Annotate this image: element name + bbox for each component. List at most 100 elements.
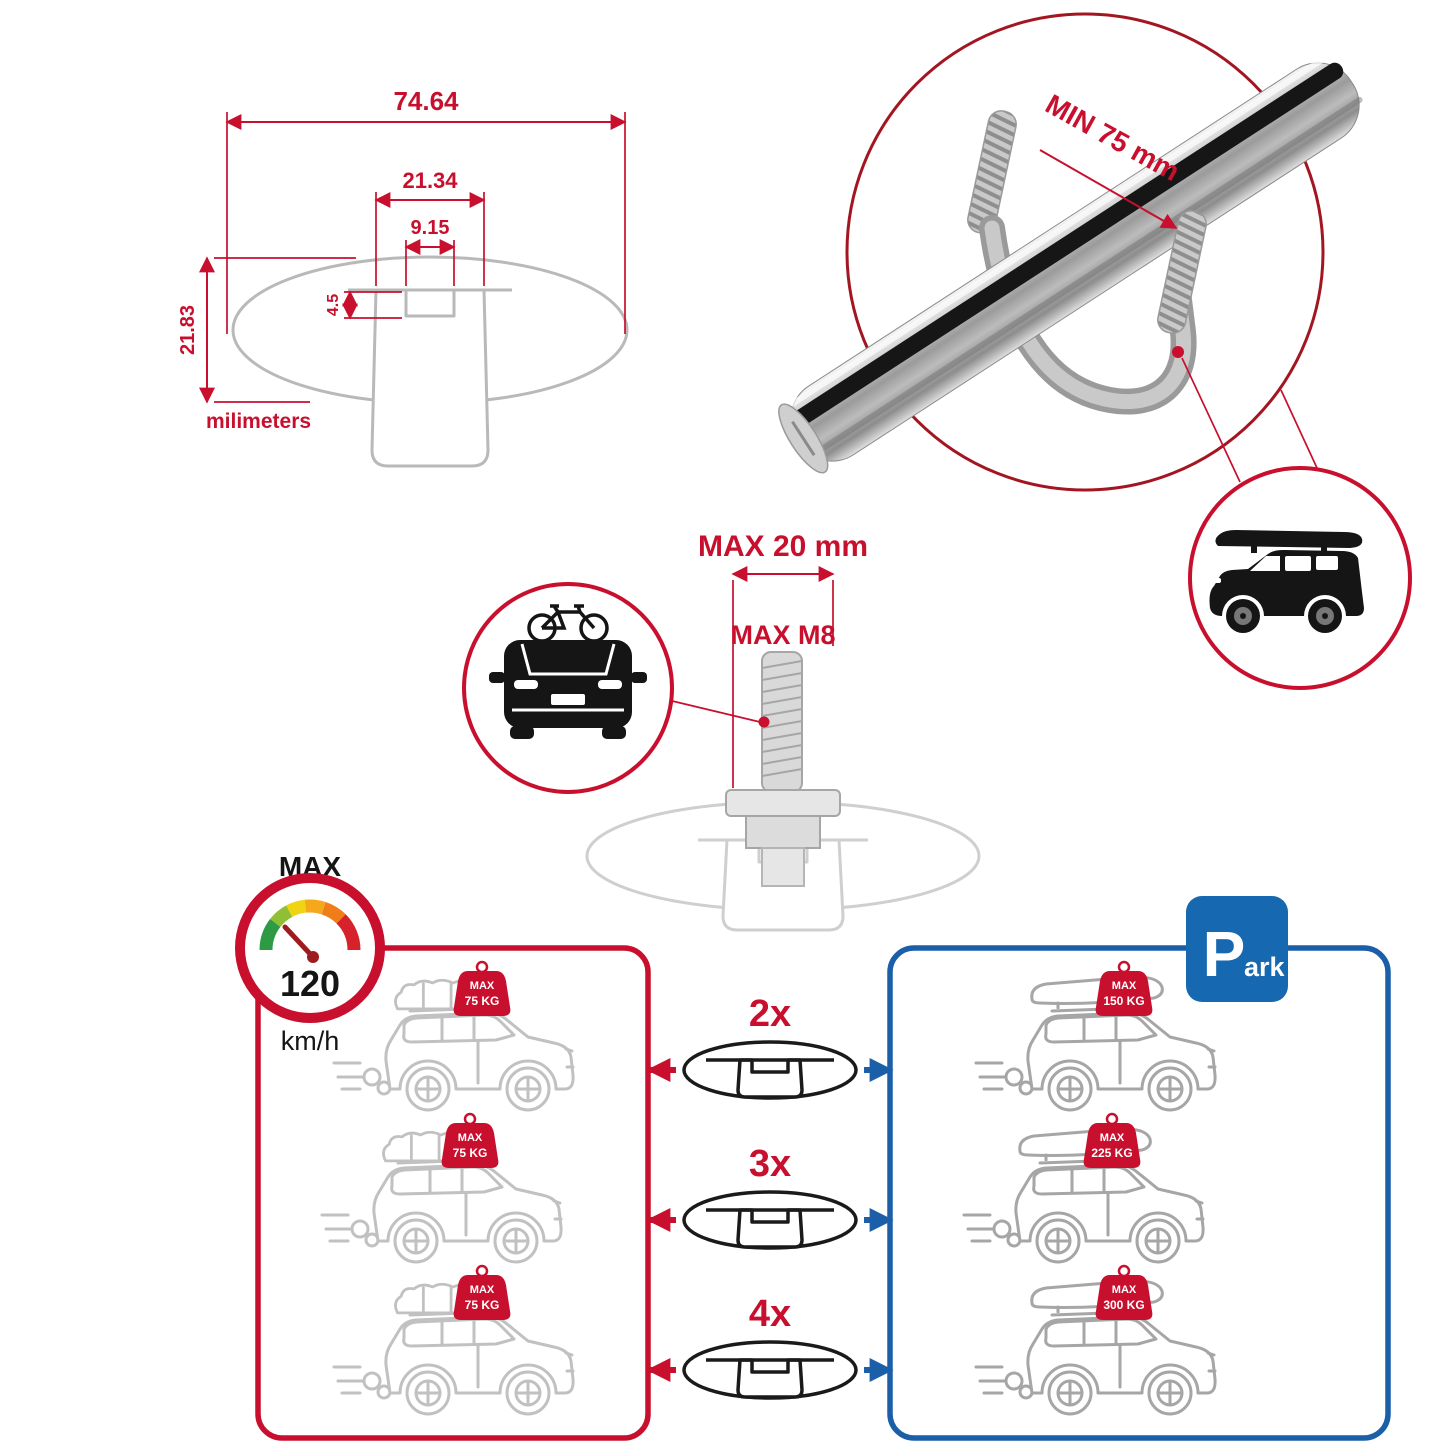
bar-profile-icon <box>682 1190 858 1250</box>
suv-wheel-front-hub <box>1240 613 1246 619</box>
bar-profile-icon <box>682 1340 858 1400</box>
tag-weight-value: 150 KG <box>1103 994 1144 1008</box>
ext-lines-slot-width <box>405 240 455 286</box>
min-distance-arrow <box>1039 149 1178 229</box>
tag-weight-value: 75 KG <box>453 1146 488 1160</box>
detail-dot <box>1172 346 1184 358</box>
bike-carrier-context <box>462 582 761 794</box>
car-wheel-left <box>510 726 534 739</box>
context-connector-lines <box>1181 357 1318 483</box>
tag-weight-value: 225 KG <box>1091 1146 1132 1160</box>
ext-lines-total-height <box>214 257 356 403</box>
tag-body <box>453 1275 511 1320</box>
crossbar-shadow-line <box>808 96 1363 460</box>
bolt-head-block <box>745 815 821 849</box>
ext-lines-channel-width <box>375 192 485 286</box>
gauge-segment-lime <box>270 905 293 928</box>
weight-tag: MAX 300 KG <box>1095 1264 1153 1320</box>
car-headlight-left <box>514 680 538 689</box>
gauge-segment-yellow <box>286 899 307 917</box>
park-sign: P ark <box>1186 896 1288 1002</box>
bolt-t-nut <box>761 847 805 887</box>
crossbar-detail: MIN 75 mm <box>778 12 1363 492</box>
suv-wheel-rear-hub <box>1322 613 1328 619</box>
dimension-label-total-width: 74.64 <box>393 86 459 116</box>
thread-detail-dot <box>758 716 770 728</box>
gauge-needle <box>282 924 316 960</box>
bar-count-column: 2x 3x 4x <box>646 993 894 1400</box>
gauge-segment-amber <box>304 899 326 915</box>
suv-illustration <box>1209 530 1364 633</box>
tag-body <box>1095 971 1153 1016</box>
end-cap-slot <box>791 420 816 457</box>
gauge-segment-green <box>259 918 281 951</box>
gauge-pivot <box>307 951 319 963</box>
park-sign-letter: P <box>1203 918 1246 990</box>
car-mirror-left <box>489 672 505 683</box>
tag-body <box>441 1123 499 1168</box>
car-row: MAX 300 KG <box>974 1264 1217 1416</box>
bolt <box>725 651 841 887</box>
tag-max-label: MAX <box>470 1284 495 1296</box>
weight-tag: MAX 150 KG <box>1095 960 1153 1016</box>
ext-lines-total-width <box>226 112 626 334</box>
suv-window-front <box>1285 556 1311 571</box>
gauge-segment-red <box>336 914 361 951</box>
speed-unit: km/h <box>281 1026 340 1056</box>
clamp-threaded-rod-right <box>1157 210 1207 334</box>
tag-weight-value: 75 KG <box>465 994 500 1008</box>
dimension-label-total-height: 21.83 <box>177 305 199 355</box>
suv-windshield <box>1250 556 1280 571</box>
car-row: MAX 75 KG <box>320 1112 563 1264</box>
car-license-plate <box>551 694 585 705</box>
dimension-label-slot-width: 9.15 <box>411 217 450 239</box>
tag-max-label: MAX <box>458 1132 483 1144</box>
bolt-threads <box>761 660 803 777</box>
speed-value: 120 <box>280 963 340 1004</box>
blue-capacity-panel: MAX 150 KG MAX 225 KG MAX 300 KG <box>887 945 1391 1441</box>
units-label: milimeters <box>206 410 311 433</box>
weight-tag: MAX 75 KG <box>441 1112 499 1168</box>
tag-max-label: MAX <box>1100 1132 1125 1144</box>
t-slot-channel <box>370 288 490 468</box>
tag-weight-value: 300 KG <box>1103 1298 1144 1312</box>
tag-weight-value: 75 KG <box>465 1298 500 1312</box>
tag-max-label: MAX <box>1112 1284 1137 1296</box>
car-row: MAX 225 KG <box>962 1112 1205 1264</box>
tag-max-label: MAX <box>1112 980 1137 992</box>
roof-cargo-box <box>1215 530 1363 548</box>
red-capacity-panel: MAX 75 KG MAX 75 KG MAX 75 KG <box>255 945 651 1441</box>
bolt-flange <box>725 789 841 817</box>
bike-circle-leader <box>667 699 761 723</box>
tag-body <box>453 971 511 1016</box>
car-front-body <box>489 640 647 739</box>
speed-limit-badge: MAX 120 km/h <box>235 851 385 1056</box>
vehicle-context <box>1188 466 1412 690</box>
suv-headlight <box>1211 578 1221 583</box>
ext-lines-max-width <box>732 580 834 788</box>
car-row: MAX 75 KG <box>332 1264 575 1416</box>
car-row: MAX 75 KG <box>332 960 575 1112</box>
tag-max-label: MAX <box>470 980 495 992</box>
car-front-lines <box>512 643 624 712</box>
dimension-label-lip-depth: 4.5 <box>325 294 342 316</box>
park-sign-board <box>1186 896 1288 1002</box>
ext-lines-lip-depth <box>344 291 402 319</box>
speedometer-icon <box>259 899 361 951</box>
speedometer-ring <box>235 873 385 1023</box>
bar-count-label: 2x <box>749 993 791 1035</box>
bar-count-label: 4x <box>749 1293 791 1335</box>
max-width-label: MAX 20 mm <box>698 530 868 563</box>
bar-count-label: 3x <box>749 1143 791 1185</box>
crossbar-highlight <box>785 55 1327 410</box>
car-mirror-right <box>631 672 647 683</box>
park-sign-text: ark <box>1244 952 1286 982</box>
thread-size-label: MAX M8 <box>730 620 835 650</box>
weight-tag: MAX 225 KG <box>1083 1112 1141 1168</box>
car-headlight-right <box>598 680 622 689</box>
weight-tag: MAX 75 KG <box>453 960 511 1016</box>
car-front-shell <box>504 640 632 728</box>
gauge-segment-orange <box>321 902 346 924</box>
